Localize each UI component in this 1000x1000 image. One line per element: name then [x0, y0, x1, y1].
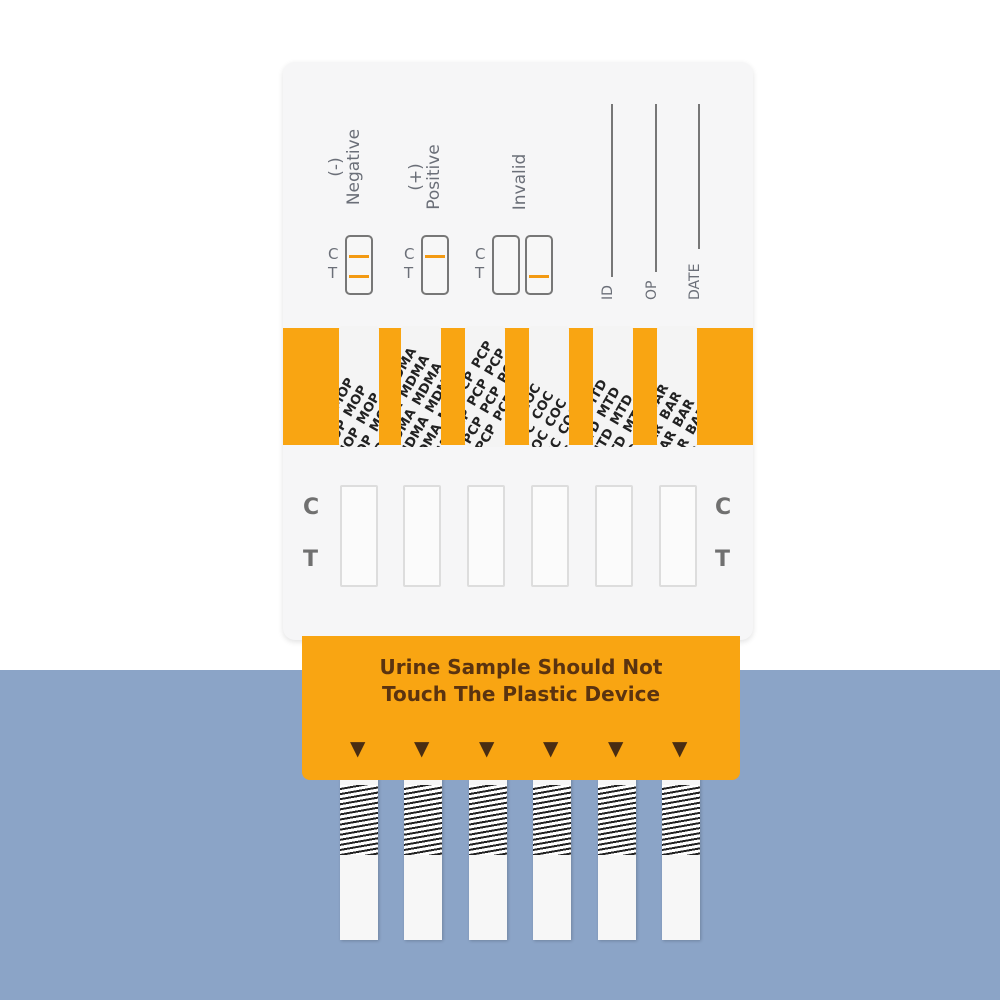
drug-label-pcp: PCP PCP PCP PCP PCP PCP PCP PCP PCP PCP …	[465, 326, 505, 447]
drug-label-coc: COC COC COC COC COC COC COC COC COC COC …	[529, 326, 569, 447]
id-label: ID	[600, 285, 616, 300]
date-line	[698, 104, 700, 249]
invalid-example-1	[492, 235, 520, 295]
dip-strip	[340, 760, 378, 940]
positive-legend: (+)Positive	[406, 144, 444, 210]
arrow-down-icon: ▼	[608, 736, 624, 760]
dip-strip	[533, 760, 571, 940]
dip-strip	[469, 760, 507, 940]
date-label: DATE	[687, 263, 703, 300]
dip-strip	[598, 760, 636, 940]
result-window	[531, 485, 569, 587]
arrow-down-icon: ▼	[350, 736, 366, 760]
arrow-down-icon: ▼	[543, 736, 559, 760]
drug-label-mop: MOP MOP MOP MOP MOP MOP MOP MOP MOP MOP …	[339, 326, 379, 447]
negative-legend: (-)Negative	[326, 128, 364, 206]
dip-strip	[662, 760, 700, 940]
arrow-down-icon: ▼	[479, 736, 495, 760]
op-label: OP	[644, 280, 660, 300]
result-window	[403, 485, 441, 587]
drug-label-mdma: MDMA MDMA MDMA MDMA MDMA MDMA MDMA MDMA …	[401, 326, 441, 447]
op-line	[655, 104, 657, 272]
dip-strip	[404, 760, 442, 940]
drug-label-mtd: MTD MTD MTD MTD MTD MTD MTD MTD MTD MTD …	[593, 326, 633, 447]
result-window	[340, 485, 378, 587]
negative-example	[345, 235, 373, 295]
arrow-down-icon: ▼	[672, 736, 688, 760]
arrow-down-icon: ▼	[414, 736, 430, 760]
invalid-example-2	[525, 235, 553, 295]
result-window	[467, 485, 505, 587]
positive-example	[421, 235, 449, 295]
result-window	[659, 485, 697, 587]
drug-label-bar: BAR BAR BAR BAR BAR BAR BAR BAR BAR BAR …	[657, 326, 697, 447]
result-window	[595, 485, 633, 587]
invalid-legend: Invalid	[510, 153, 530, 211]
id-line	[611, 104, 613, 277]
